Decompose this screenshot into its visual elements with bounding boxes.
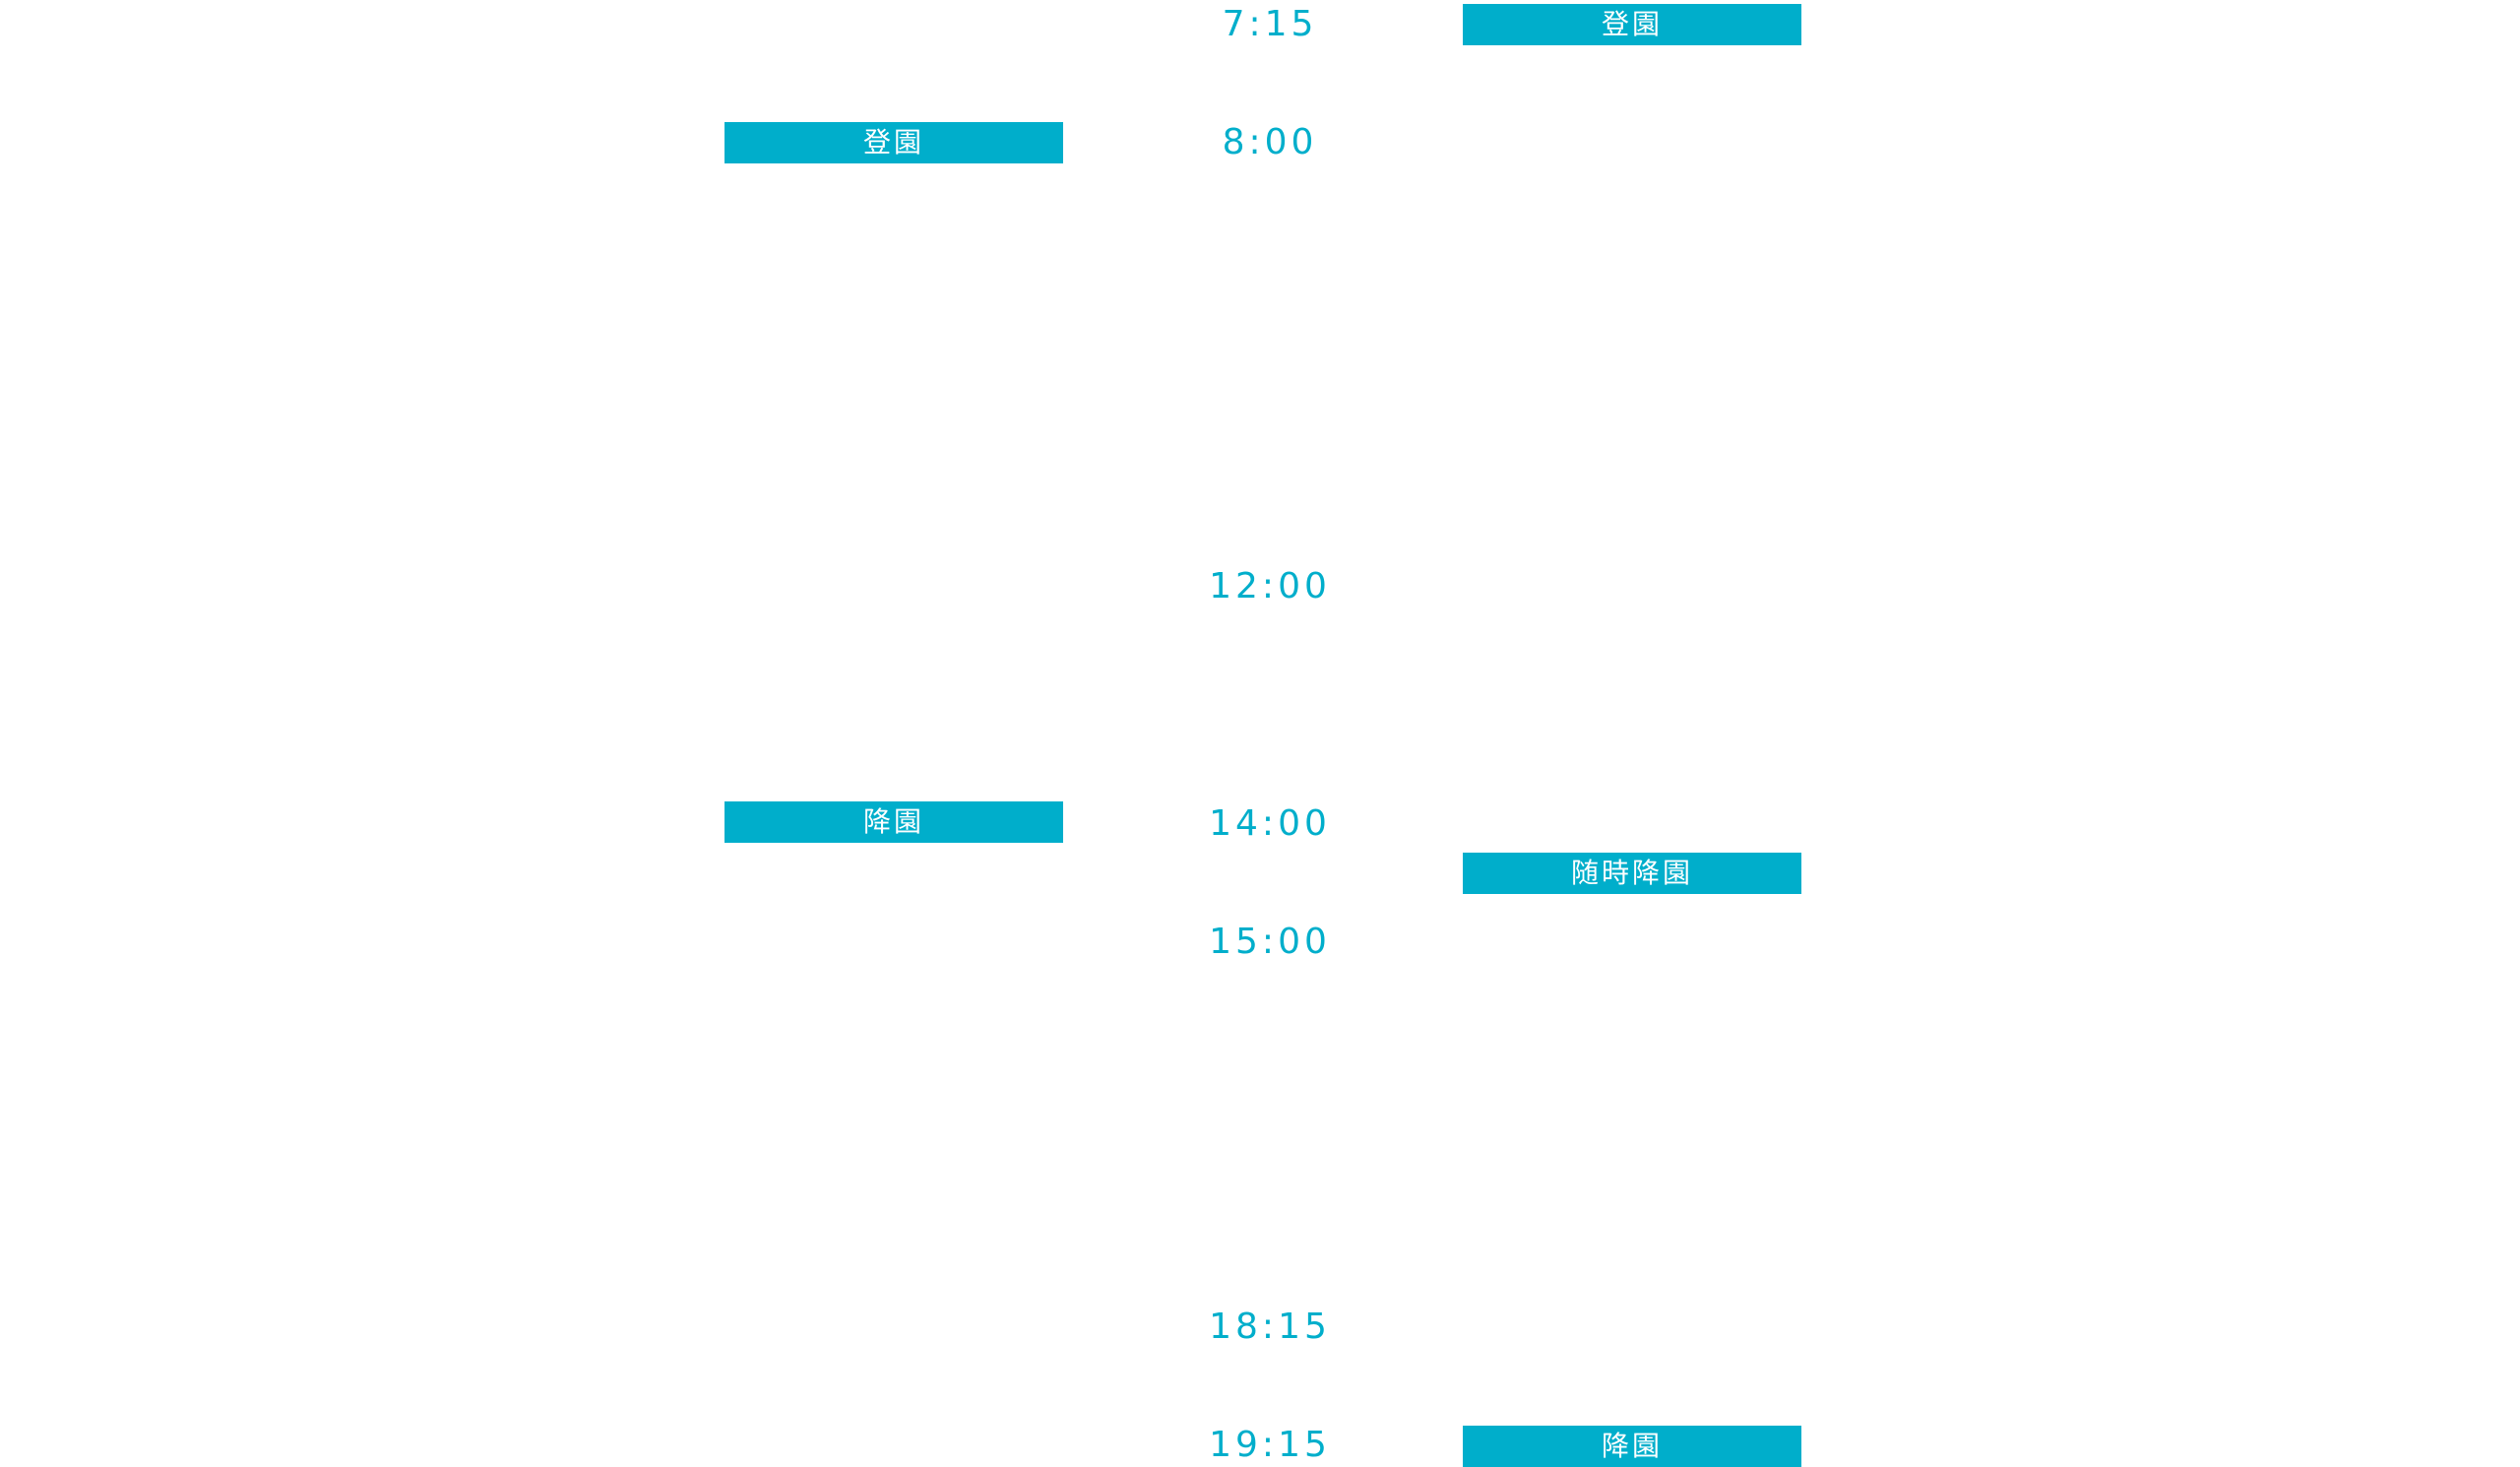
time-19-15: 19:15 — [1209, 1425, 1331, 1465]
time-12-00: 12:00 — [1209, 566, 1331, 606]
time-8-00: 8:00 — [1222, 122, 1318, 162]
left-departure-bar: 降園 — [724, 801, 1063, 843]
right-departure-bar: 降園 — [1463, 1426, 1801, 1467]
left-arrival-bar: 登園 — [724, 122, 1063, 163]
time-15-00: 15:00 — [1209, 922, 1331, 962]
right-anytime-departure-bar: 随時降園 — [1463, 853, 1801, 894]
time-7-15: 7:15 — [1222, 4, 1318, 44]
right-arrival-bar: 登園 — [1463, 4, 1801, 45]
time-18-15: 18:15 — [1209, 1307, 1331, 1347]
time-14-00: 14:00 — [1209, 803, 1331, 844]
